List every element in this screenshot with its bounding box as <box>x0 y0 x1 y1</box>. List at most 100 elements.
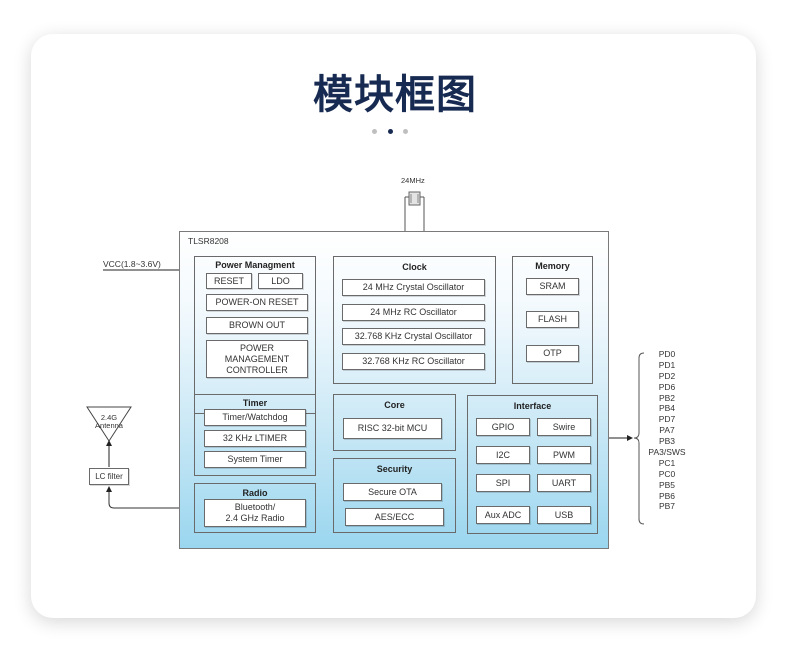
block-timer: Timer <box>194 394 316 476</box>
item-label: 24 MHz Crystal Oscillator <box>362 282 465 292</box>
clock-32k-rc: 32.768 KHz RC Oscillator <box>342 353 485 370</box>
item-label: GPIO <box>491 421 515 432</box>
block-security: Security <box>333 458 456 533</box>
item-label: USB <box>554 509 574 520</box>
pin: PC0 <box>658 468 676 479</box>
item-label: UART <box>551 477 577 488</box>
power-brown-out: BROWN OUT <box>206 317 308 334</box>
timer-watchdog: Timer/Watchdog <box>204 409 306 426</box>
core-mcu: RISC 32-bit MCU <box>343 418 442 439</box>
interface-usb: USB <box>537 506 591 524</box>
security-aes-ecc: AES/ECC <box>345 508 444 526</box>
pin: PB6 <box>658 490 676 501</box>
radio-rf-path <box>106 486 196 509</box>
block-title: Radio <box>242 488 268 498</box>
interface-swire: Swire <box>537 418 591 436</box>
carousel-dot-2-active[interactable] <box>388 129 393 134</box>
interface-gpio: GPIO <box>476 418 530 436</box>
clock-24mhz-rc: 24 MHz RC Oscillator <box>342 304 485 321</box>
timer-ltimer: 32 KHz LTIMER <box>204 430 306 447</box>
pin-brace <box>633 352 645 525</box>
power-management-controller: POWER MANAGEMENT CONTROLLER <box>206 340 308 378</box>
pin: PD7 <box>658 414 676 425</box>
pin: PB2 <box>658 392 676 403</box>
block-radio: Radio <box>194 483 316 533</box>
block-title: Power Managment <box>215 260 295 270</box>
item-label: FLASH <box>537 314 567 324</box>
pin: PB7 <box>658 501 676 512</box>
item-label: LDO <box>271 275 290 286</box>
power-on-reset: POWER-ON RESET <box>206 294 308 311</box>
antenna-label-line2: Antenna <box>95 421 123 430</box>
block-title: Interface <box>513 401 552 411</box>
item-label: SPI <box>495 477 511 488</box>
memory-sram: SRAM <box>526 278 579 295</box>
block-memory: Memory <box>512 256 593 384</box>
antenna-icon <box>86 406 132 467</box>
pin: PB4 <box>658 403 676 414</box>
item-label: AES/ECC <box>374 511 415 522</box>
item-label: BROWN OUT <box>229 320 285 330</box>
clock-24mhz-crystal: 24 MHz Crystal Oscillator <box>342 279 485 296</box>
memory-flash: FLASH <box>526 311 579 328</box>
memory-otp: OTP <box>526 345 579 362</box>
item-label: 24 MHz RC Oscillator <box>370 307 457 317</box>
pin: PD0 <box>658 349 676 359</box>
pin: PB3 <box>658 436 676 447</box>
interface-spi: SPI <box>476 474 530 492</box>
clock-32k-crystal: 32.768 KHz Crystal Oscillator <box>342 328 485 345</box>
block-core: Core <box>333 394 456 451</box>
timer-system: System Timer <box>204 451 306 468</box>
item-label: 32.768 KHz Crystal Oscillator <box>354 331 473 341</box>
item-label: POWER MANAGEMENT CONTROLLER <box>224 342 290 375</box>
lc-filter-label: LC filter <box>95 472 123 481</box>
vcc-label: VCC(1.8~3.6V) <box>103 259 161 269</box>
block-interface: Interface <box>467 395 598 534</box>
item-label: RESET <box>213 275 244 286</box>
item-label: POWER-ON RESET <box>215 297 299 307</box>
block-title: Memory <box>535 261 570 271</box>
item-label: Secure OTA <box>368 486 417 497</box>
pin: PD2 <box>658 370 676 381</box>
carousel-dot-1[interactable] <box>372 129 377 134</box>
page-title: 模块框图 <box>313 72 477 118</box>
item-label: OTP <box>543 348 562 358</box>
antenna-label-line1: 2.4G <box>100 413 118 422</box>
carousel-dot-3[interactable] <box>403 129 408 134</box>
power-ldo: LDO <box>258 273 303 289</box>
interface-aux-adc: Aux ADC <box>476 506 530 524</box>
block-title: Timer <box>242 398 268 408</box>
item-label: SRAM <box>539 281 566 291</box>
interface-pwm: PWM <box>537 446 591 464</box>
security-ota: Secure OTA <box>343 483 442 501</box>
chip-name: TLSR8208 <box>188 236 229 246</box>
pin: PB5 <box>658 479 676 490</box>
block-title: Core <box>384 400 405 410</box>
pin: PD1 <box>658 359 676 370</box>
item-label: Aux ADC <box>484 509 522 520</box>
lc-filter-box: LC filter <box>89 468 129 485</box>
pin: PD6 <box>658 381 676 392</box>
item-label: Bluetooth/ 2.4 GHz Radio <box>225 502 285 523</box>
item-label: RISC 32-bit MCU <box>357 423 428 433</box>
interface-uart: UART <box>537 474 591 492</box>
power-reset: RESET <box>206 273 252 289</box>
pin-list: PD0 PD1 PD2 PD6 PB2 PB4 PD7 PA7 PB3 PA3/… <box>644 349 690 512</box>
block-title: Security <box>376 464 413 474</box>
radio-bluetooth: Bluetooth/ 2.4 GHz Radio <box>204 499 306 527</box>
item-label: 32.768 KHz RC Oscillator <box>362 356 465 366</box>
pin: PA7 <box>659 425 675 436</box>
item-label: Swire <box>552 421 576 432</box>
block-clock: Clock <box>333 256 496 384</box>
item-label: System Timer <box>227 454 283 464</box>
interface-i2c: I2C <box>476 446 530 464</box>
item-label: PWM <box>553 449 575 460</box>
block-title: Clock <box>402 262 427 272</box>
item-label: Timer/Watchdog <box>222 412 288 422</box>
crystal-label: 24MHz <box>401 176 425 185</box>
item-label: 32 KHz LTIMER <box>222 433 288 443</box>
pin: PC1 <box>658 457 676 468</box>
item-label: I2C <box>495 449 510 460</box>
pin: PA3/SWS <box>648 447 686 458</box>
